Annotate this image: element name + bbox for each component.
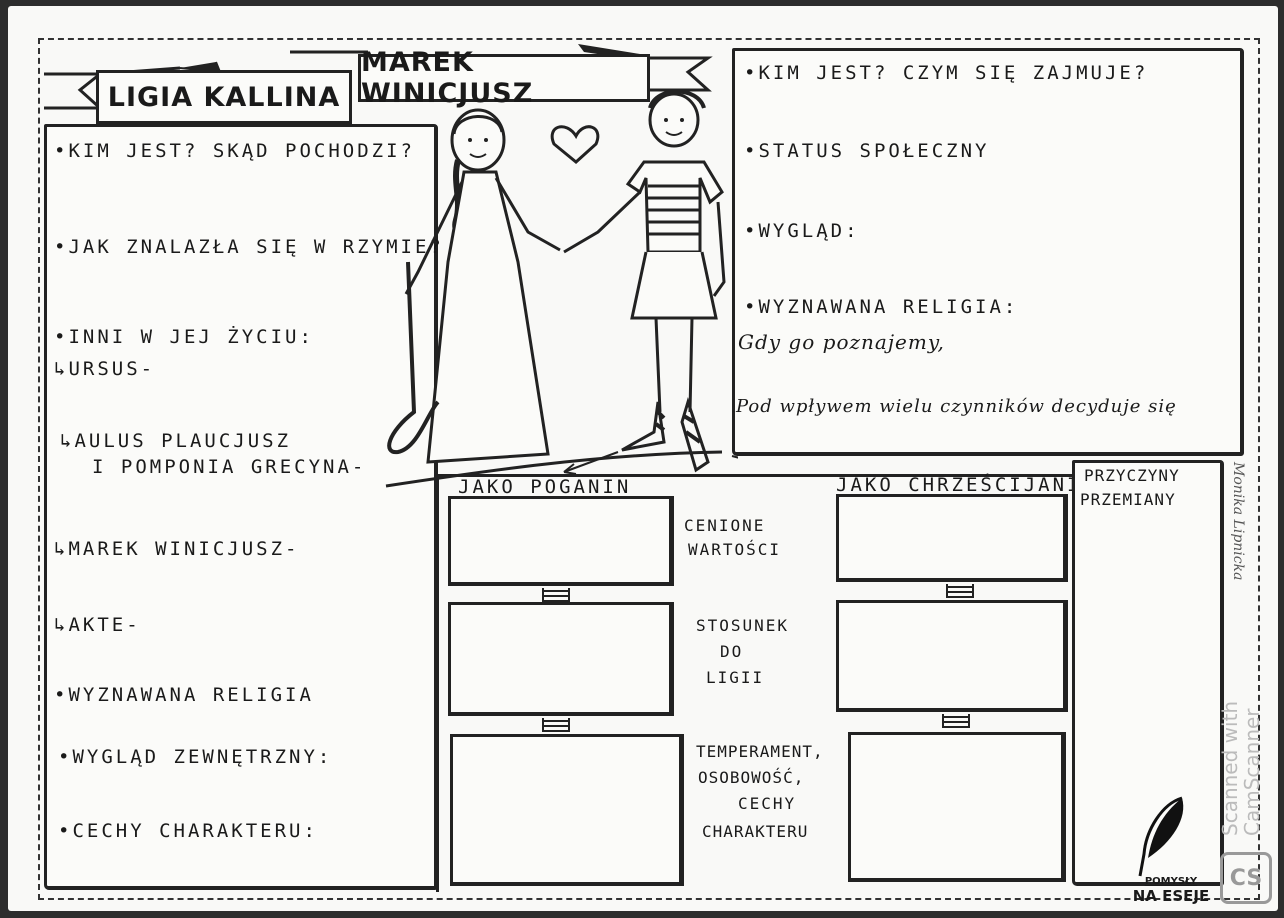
brand-line1: POMYSŁY — [1144, 876, 1198, 887]
camscanner-logo-icon: CS — [1220, 852, 1272, 904]
row3-label-3: CECHY — [738, 794, 797, 813]
row1-label-1: CENIONE — [684, 516, 766, 535]
row3-label-1: TEMPERAMENT, — [696, 742, 824, 761]
marek-title-banner: MAREK WINICJUSZ — [358, 47, 650, 109]
heart-icon — [550, 125, 600, 164]
row3-label-2: OSOBOWOŚĆ, — [698, 768, 805, 787]
marek-appearance: •WYGLĄD: — [744, 220, 860, 242]
pagan-connector — [542, 588, 570, 602]
ligia-ursus: ↳URSUS- — [54, 358, 156, 380]
col-christian-label: JAKO CHRZEŚCIJANIN — [836, 474, 1096, 496]
ligia-character: •CECHY CHARAKTERU: — [58, 820, 318, 842]
comparison-panel — [436, 474, 1078, 892]
brand-line2: NA ESEJE — [1132, 887, 1210, 905]
change-label-2: PRZEMIANY — [1080, 490, 1176, 509]
brand-logo: POMYSŁY NA ESEJE — [1116, 876, 1226, 905]
row2-label-3: LIGII — [706, 668, 765, 687]
row3-label-4: CHARAKTERU — [702, 822, 809, 841]
marek-who: •KIM JEST? CZYM SIĘ ZAJMUJE? — [744, 62, 1149, 84]
christian-temperament-box — [848, 732, 1066, 882]
ligia-aulus: ↳AULUS PLAUCJUSZ — [60, 430, 292, 452]
marek-title: MAREK WINICJUSZ — [361, 47, 534, 109]
row2-label-1: STOSUNEK — [696, 616, 790, 635]
ligia-title-banner: LIGIA KALLINA — [96, 70, 352, 124]
christian-connector — [942, 714, 970, 728]
ligia-title: LIGIA KALLINA — [107, 81, 341, 113]
marek-script-influence: Pod wpływem wielu czynników decyduje się — [736, 396, 1177, 417]
row2-label-2: DO — [720, 642, 744, 661]
ligia-akte: ↳AKTE- — [54, 614, 141, 636]
change-reasons-panel — [1072, 460, 1224, 886]
ligia-others: •INNI W JEJ ŻYCIU: — [54, 326, 314, 348]
marek-script-when-met: Gdy go poznajemy, — [738, 330, 945, 354]
ligia-pomponia: I POMPONIA GRECYNA- — [92, 456, 367, 478]
christian-connector — [946, 584, 974, 598]
marek-panel — [732, 48, 1244, 456]
row1-label-2: WARTOŚCI — [688, 540, 782, 559]
change-label-1: PRZYCZYNY — [1084, 466, 1180, 485]
christian-values-box — [836, 494, 1068, 582]
pagan-relation-box — [448, 602, 674, 716]
pagan-connector — [542, 718, 570, 732]
pagan-temperament-box — [450, 734, 684, 886]
ligia-panel — [44, 124, 438, 890]
marek-religion: •WYZNAWANA RELIGIA: — [744, 296, 1019, 318]
quill-icon — [1138, 796, 1184, 877]
marek-status: •STATUS SPOŁECZNY — [744, 140, 990, 162]
watermark-app-name: CamScanner — [1240, 708, 1264, 836]
ligia-religion: •WYZNAWANA RELIGIA — [54, 684, 314, 706]
ligia-marek: ↳MAREK WINICJUSZ- — [54, 538, 300, 560]
worksheet: LIGIA KALLINA MAREK WINICJUSZ •KIM JEST?… — [8, 6, 1278, 911]
col-pagan-label: JAKO POGANIN — [458, 476, 632, 498]
christian-relation-box — [836, 600, 1068, 712]
couple-illustration-icon — [385, 89, 738, 488]
ligia-appearance: •WYGLĄD ZEWNĘTRZNY: — [58, 746, 333, 768]
watermark-scanned-with: Scanned with — [1218, 700, 1242, 836]
ligia-rome: •JAK ZNALAZŁA SIĘ W RZYMIE? — [54, 236, 444, 258]
ligia-who: •KIM JEST? SKĄD POCHODZI? — [54, 140, 415, 162]
pagan-values-box — [448, 496, 674, 586]
author-signature: Monika Lipnicka — [1230, 462, 1246, 581]
